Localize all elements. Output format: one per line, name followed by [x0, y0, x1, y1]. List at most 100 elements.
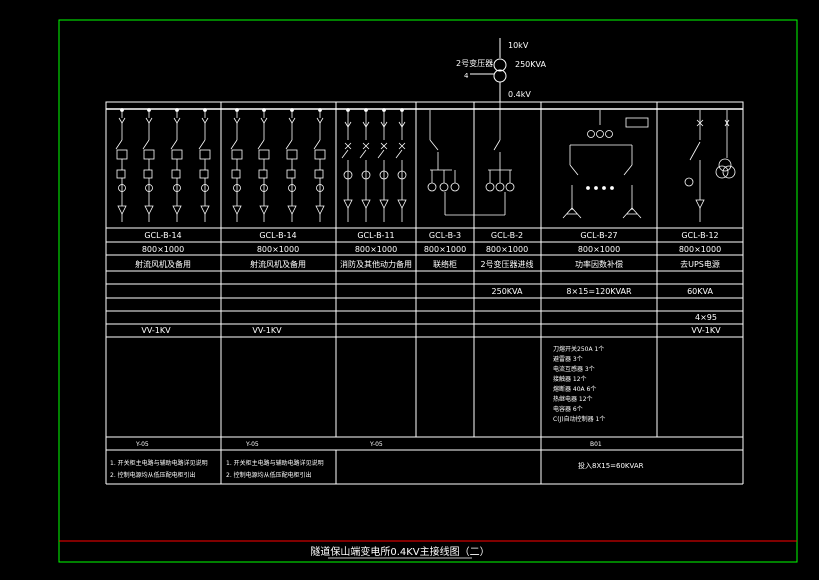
note-left-1: 1. 开关柜主电路与辅助电路详见说明: [110, 459, 208, 467]
breaker-symbol: [344, 142, 352, 150]
col1-model: GCL-B-14: [144, 231, 181, 240]
col3-purpose: 消防及其他动力备用: [340, 259, 412, 269]
contactor-symbol: [171, 149, 183, 160]
contactor-symbol: [286, 149, 298, 160]
switch-symbol: [359, 149, 367, 159]
main-table: [105, 101, 744, 485]
relay-symbol: [171, 169, 181, 179]
col2-size: 800×1000: [257, 245, 299, 254]
dot-series: [602, 186, 606, 190]
contactor-symbol: [231, 149, 243, 160]
switch-symbol: [285, 139, 293, 150]
fuse-symbol: [380, 121, 388, 128]
col6-purpose: 功率因数补偿: [575, 259, 623, 269]
contactor-symbol: [143, 149, 155, 160]
fuse-symbol: [118, 117, 126, 124]
col5-spec: 250KVA: [492, 287, 523, 296]
col1-note-code: Y-05: [135, 441, 149, 448]
switch-symbol: [395, 149, 403, 159]
notes: 1. 开关柜主电路与辅助电路详见说明 2. 控制电源均从低压配电柜引出 1. 开…: [110, 459, 644, 479]
drawing-title: 隧道保山端变电所0.4KV主接线图（二）: [310, 545, 489, 558]
switch-symbol: [198, 139, 206, 150]
switch-symbol: [623, 164, 633, 176]
small-mark-label: 4: [464, 72, 469, 80]
col1-cable: VV-1KV: [141, 326, 171, 335]
dot-series: [594, 186, 598, 190]
ct-symbol: [439, 182, 449, 192]
fuse-symbol: [173, 117, 181, 124]
capacitor-symbol: [562, 207, 582, 219]
switch-symbol: [429, 139, 439, 151]
col7-purpose: 去UPS电源: [680, 259, 720, 269]
col1-size: 800×1000: [142, 245, 184, 254]
col2-purpose: 射流风机及备用: [250, 259, 306, 269]
switch-symbol: [569, 164, 579, 176]
breaker-symbol: [696, 119, 704, 127]
switch-symbol: [341, 149, 349, 159]
breaker-symbol: [380, 142, 388, 150]
switch-symbol: [377, 149, 385, 159]
fuse-symbol: [398, 121, 406, 128]
equipment-item: 电流互感器 3个: [553, 365, 595, 373]
ct-symbol: [485, 182, 495, 192]
dot-series: [586, 186, 590, 190]
equipment-item: 电容器 6个: [553, 405, 583, 413]
hv-voltage-label: 10kV: [508, 41, 529, 50]
output-arrow: [315, 205, 325, 215]
output-arrow: [144, 205, 154, 215]
circuit-diagrams: [115, 102, 736, 222]
switch-symbol: [170, 139, 178, 150]
fuse-symbol: [201, 117, 209, 124]
output-arrow: [343, 199, 353, 209]
ct-symbol: [505, 182, 515, 192]
col7-size: 800×1000: [679, 245, 721, 254]
ct-symbol: [596, 130, 604, 138]
col7-spec: 60KVA: [687, 287, 713, 296]
col6-spec: 8×15=120KVAR: [566, 287, 632, 296]
controller-box: [625, 117, 649, 128]
output-arrow: [361, 199, 371, 209]
contactor-symbol: [199, 149, 211, 160]
capacitor-symbol: [622, 207, 642, 219]
lv-voltage-label: 0.4kV: [508, 90, 531, 99]
column-text: GCL-B-14 GCL-B-14 GCL-B-11 GCL-B-3 GCL-B…: [135, 231, 721, 448]
relay-symbol: [143, 169, 153, 179]
relay-symbol: [199, 169, 209, 179]
col1-purpose: 射流风机及备用: [135, 259, 191, 269]
ct-symbol: [397, 170, 407, 180]
ct-symbol: [605, 130, 613, 138]
equipment-item: 接触器 12个: [553, 375, 587, 383]
col3-note-code: Y-05: [369, 441, 383, 448]
col2-model: GCL-B-14: [259, 231, 296, 240]
col4-size: 800×1000: [424, 245, 466, 254]
fuse-symbol: [260, 117, 268, 124]
relay-symbol: [258, 169, 268, 179]
breaker-symbol: [362, 142, 370, 150]
relay-symbol: [314, 169, 324, 179]
ct-symbol: [343, 170, 353, 180]
col5-size: 800×1000: [486, 245, 528, 254]
col4-purpose: 联络柜: [433, 259, 457, 269]
output-arrow: [287, 205, 297, 215]
col5-purpose: 2号变压器进线: [480, 259, 533, 269]
note-left-2: 2. 控制电源均从低压配电柜引出: [110, 471, 196, 479]
equipment-item: 避雷器 3个: [553, 355, 583, 363]
col2-cable: VV-1KV: [252, 326, 282, 335]
contactor-symbol: [116, 149, 128, 160]
meter-symbol: [718, 158, 732, 172]
col3-model: GCL-B-11: [357, 231, 394, 240]
col5-model: GCL-B-2: [491, 231, 523, 240]
transformer-name-label: 2号变压器: [456, 58, 493, 68]
note-mid-1: 1. 开关柜主电路与辅助电路详见说明: [226, 459, 324, 467]
relay-symbol: [286, 169, 296, 179]
equipment-item: C(J)自动控制器 1个: [553, 415, 605, 423]
meter-symbol: [722, 165, 736, 179]
fuse-symbol: [316, 117, 324, 124]
transformer-capacity-label: 250KVA: [515, 60, 546, 69]
fuse-symbol: [362, 121, 370, 128]
output-arrow: [200, 205, 210, 215]
col6-size: 800×1000: [578, 245, 620, 254]
transformer-symbol: [470, 38, 507, 102]
fuse-symbol: [344, 121, 352, 128]
